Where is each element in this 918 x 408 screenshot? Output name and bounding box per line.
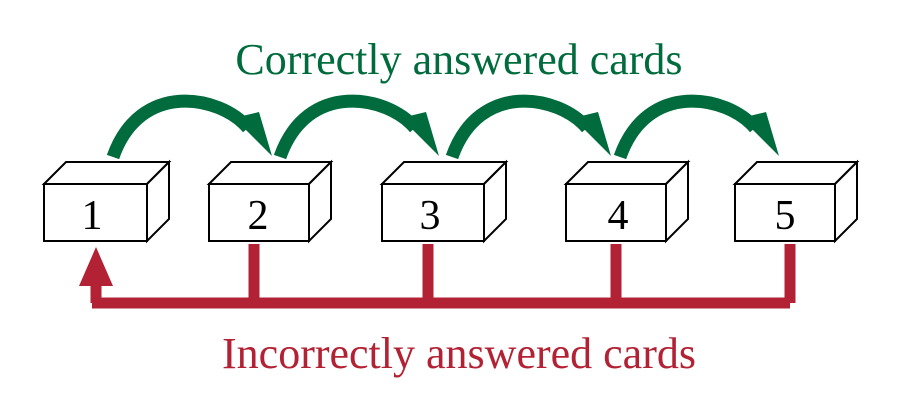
incorrect-caption: Incorrectly answered cards: [222, 329, 696, 378]
box-front: [381, 183, 485, 242]
box-number: 1: [82, 193, 103, 239]
arrow-2-to-3: [273, 94, 420, 160]
arrow-1-to-2-head: [234, 112, 272, 156]
box-number: 4: [608, 193, 629, 239]
arrow-4-to-5: [613, 94, 760, 160]
box-4: 4: [563, 159, 691, 244]
box-number: 3: [420, 193, 441, 239]
box-2: 2: [206, 159, 334, 244]
arrow-4-to-5-head: [741, 112, 779, 156]
incorrect-return-path: [79, 244, 796, 309]
box-3: 3: [379, 159, 509, 244]
arrow-3-to-4-head: [573, 112, 611, 156]
box-number: 2: [248, 193, 269, 239]
box-front: [565, 183, 667, 242]
correct-caption: Correctly answered cards: [235, 35, 683, 84]
correct-arrows: [106, 94, 779, 160]
return-arrowhead: [79, 247, 113, 286]
arrow-2-to-3-head: [401, 112, 439, 156]
box-1: 1: [41, 159, 172, 244]
arrow-1-to-2: [106, 94, 253, 160]
boxes-group: 1 2 3 4 5: [41, 159, 860, 244]
box-front: [208, 183, 310, 242]
box-number: 5: [775, 193, 796, 239]
box-front: [43, 183, 148, 242]
arrow-3-to-4: [445, 94, 592, 160]
box-5: 5: [732, 159, 860, 244]
box-front: [734, 183, 836, 242]
